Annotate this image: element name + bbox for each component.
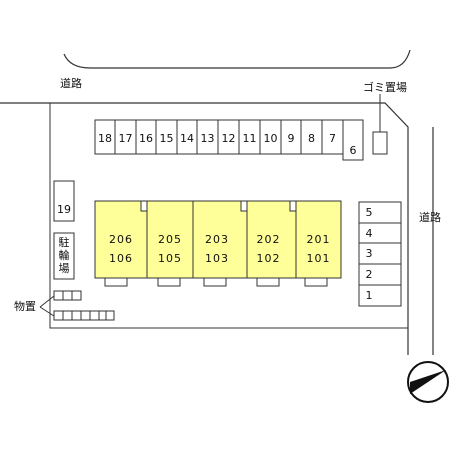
parking-slot: 14	[180, 132, 194, 145]
parking-slot-19: 19	[57, 203, 71, 216]
parking-right-block	[358, 201, 402, 307]
parking-slot: 9	[287, 132, 295, 145]
road-top-curve	[63, 49, 411, 69]
parking-top-block	[94, 119, 364, 161]
unit-lower: 101	[306, 252, 331, 265]
storage-boxes	[39, 290, 115, 321]
unit-upper: 201	[306, 233, 331, 246]
bicycle-label: 駐輪場	[58, 236, 70, 275]
parking-slot-right: 3	[365, 247, 373, 260]
unit-upper: 203	[205, 233, 229, 246]
unit-lower: 105	[158, 252, 182, 265]
parking-19-box	[53, 180, 75, 222]
unit-upper: 206	[109, 233, 133, 246]
parking-slot: 12	[221, 132, 236, 145]
site-inner-boundary	[49, 103, 408, 329]
parking-slot: 8	[308, 132, 315, 145]
parking-slot-right: 2	[365, 268, 373, 281]
storage-label: 物置	[14, 300, 36, 313]
parking-slot: 18	[98, 132, 112, 145]
parking-slot: 16	[139, 132, 153, 145]
parking-slot-right: 5	[365, 206, 373, 219]
unit-upper: 205	[158, 233, 182, 246]
road-right-label: 道路	[419, 211, 441, 224]
road-top-label: 道路	[60, 77, 82, 90]
parking-slot-right: 4	[365, 227, 373, 240]
unit-lower: 106	[109, 252, 133, 265]
unit-lower: 103	[205, 252, 229, 265]
building-notches	[140, 200, 297, 212]
parking-slot: 15	[159, 132, 174, 145]
building	[94, 200, 342, 279]
unit-upper: 202	[256, 233, 281, 246]
parking-slot: 11	[242, 132, 257, 145]
entrance-steps	[104, 277, 328, 287]
parking-slot: 7	[329, 132, 336, 145]
unit-lower: 102	[256, 252, 281, 265]
north-arrow-icon	[407, 361, 449, 403]
parking-slot: 13	[200, 132, 215, 145]
parking-slot-right: 1	[365, 289, 373, 302]
garbage-label: ゴミ置場	[363, 81, 407, 94]
parking-slot: 17	[118, 132, 133, 145]
parking-slot-6: 6	[349, 144, 357, 157]
site-boundary	[0, 102, 409, 355]
parking-slot: 10	[263, 132, 278, 145]
bicycle-box	[53, 232, 75, 280]
garbage-box	[372, 131, 388, 155]
